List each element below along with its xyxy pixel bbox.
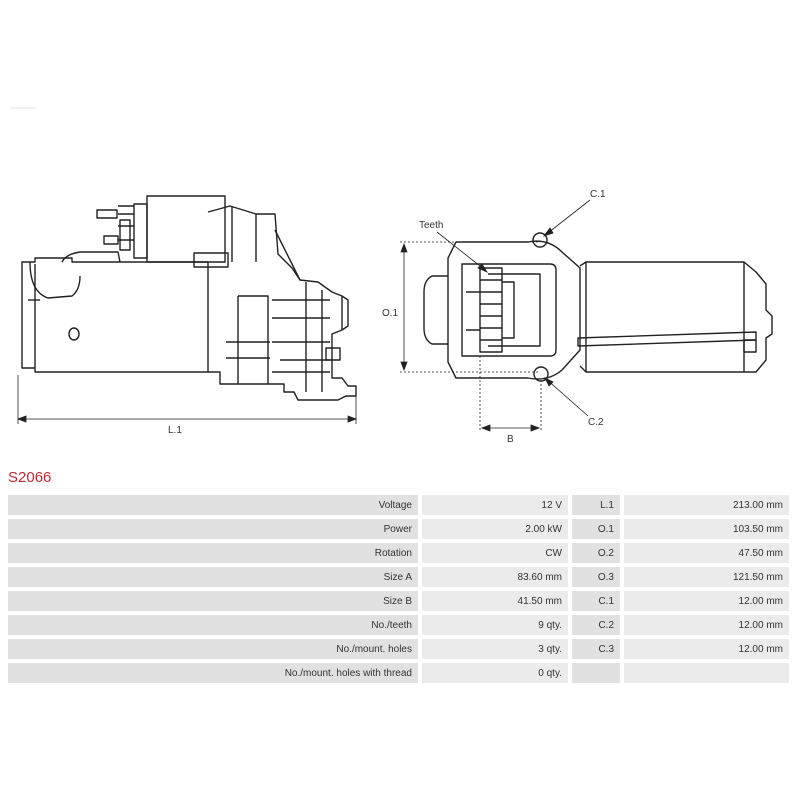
- dimension-key: C.2: [572, 615, 624, 635]
- dimension-value: 47.50 mm: [624, 543, 789, 563]
- spec-value: 9 qty.: [422, 615, 572, 635]
- spec-value: 41.50 mm: [422, 591, 572, 611]
- o1-dimension: [400, 241, 540, 373]
- spec-value: 83.60 mm: [422, 567, 572, 587]
- dimension-key: [572, 663, 624, 683]
- dimension-key: C.3: [572, 639, 624, 659]
- dimension-key: O.2: [572, 543, 624, 563]
- spec-name: No./mount. holes: [8, 639, 422, 659]
- spec-value: 2.00 kW: [422, 519, 572, 539]
- teeth-leader: [436, 231, 489, 273]
- spec-name: Rotation: [8, 543, 422, 563]
- spec-value: CW: [422, 543, 572, 563]
- spec-value: 12 V: [422, 495, 572, 515]
- front-view: [423, 232, 773, 382]
- b-label: B: [507, 434, 514, 445]
- dimension-value: 121.50 mm: [624, 567, 789, 587]
- o1-label: O.1: [382, 308, 399, 319]
- l1-dimension: [16, 375, 358, 424]
- b-dimension: [479, 356, 542, 432]
- dimension-value: 103.50 mm: [624, 519, 789, 539]
- dimension-value: 12.00 mm: [624, 591, 789, 611]
- c2-leader: [544, 377, 589, 417]
- dimension-key: O.1: [572, 519, 624, 539]
- c2-label: C.2: [588, 417, 604, 428]
- dimension-key: L.1: [572, 495, 624, 515]
- c1-leader: [542, 199, 591, 237]
- dimension-value: 213.00 mm: [624, 495, 789, 515]
- dimension-key: O.3: [572, 567, 624, 587]
- spec-value: 0 qty.: [422, 663, 572, 683]
- spec-name: Size B: [8, 591, 422, 611]
- spec-name: Power: [8, 519, 422, 539]
- teeth-label: Teeth: [419, 220, 443, 231]
- dimension-value: 12.00 mm: [624, 639, 789, 659]
- dimension-key: C.1: [572, 591, 624, 611]
- spec-value: 3 qty.: [422, 639, 572, 659]
- spec-name: Size A: [8, 567, 422, 587]
- l1-label: L.1: [168, 425, 182, 436]
- side-view: [21, 195, 357, 401]
- spec-name: No./mount. holes with thread: [8, 663, 422, 683]
- dimension-value: [624, 663, 789, 683]
- spec-name: No./teeth: [8, 615, 422, 635]
- c1-label: C.1: [590, 189, 606, 200]
- part-code: S2066: [8, 469, 52, 486]
- dimension-value: 12.00 mm: [624, 615, 789, 635]
- starter-motor-drawing: L.1 O.1: [10, 107, 773, 445]
- spec-name: Voltage: [8, 495, 422, 515]
